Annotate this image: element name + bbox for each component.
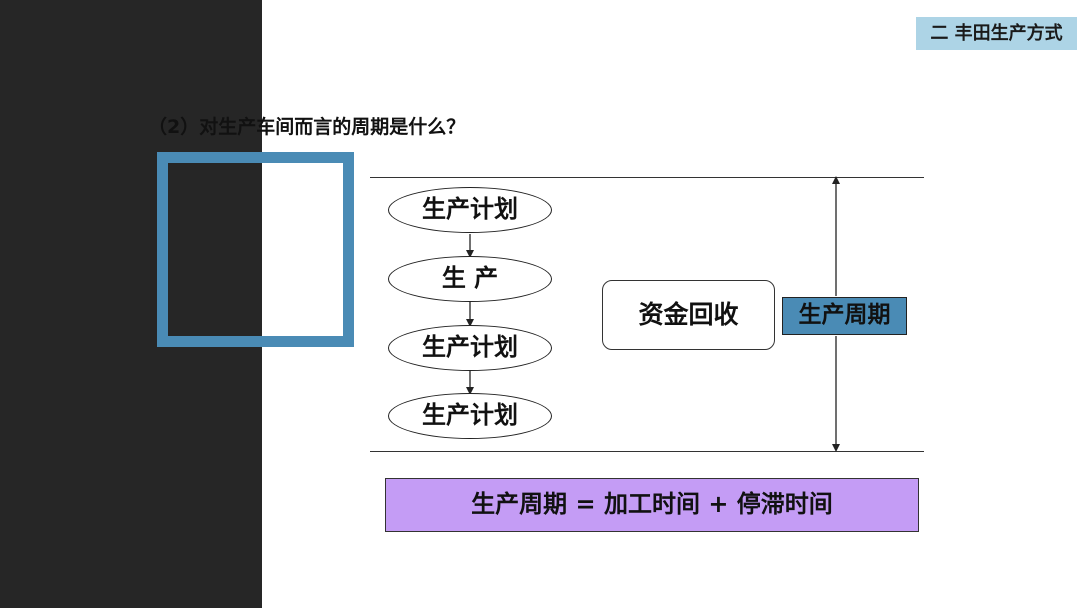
flow-step-production: 生 产 bbox=[388, 256, 552, 302]
decorative-blue-frame bbox=[157, 152, 354, 347]
flow-step-plan-2: 生产计划 bbox=[388, 325, 552, 371]
cycle-formula: 生产周期 = 加工时间 + 停滞时间 bbox=[385, 478, 919, 532]
bottom-boundary-line bbox=[370, 451, 924, 452]
top-boundary-line bbox=[370, 177, 924, 178]
capital-recovery-box: 资金回收 bbox=[602, 280, 775, 350]
question-heading: （2）对生产车间而言的周期是什么？ bbox=[148, 116, 466, 138]
flow-step-plan-3: 生产计划 bbox=[388, 393, 552, 439]
flow-step-plan: 生产计划 bbox=[388, 187, 552, 233]
section-tag: 二 丰田生产方式 bbox=[916, 17, 1077, 50]
production-cycle-label: 生产周期 bbox=[782, 297, 907, 335]
dark-side-panel bbox=[0, 0, 262, 608]
